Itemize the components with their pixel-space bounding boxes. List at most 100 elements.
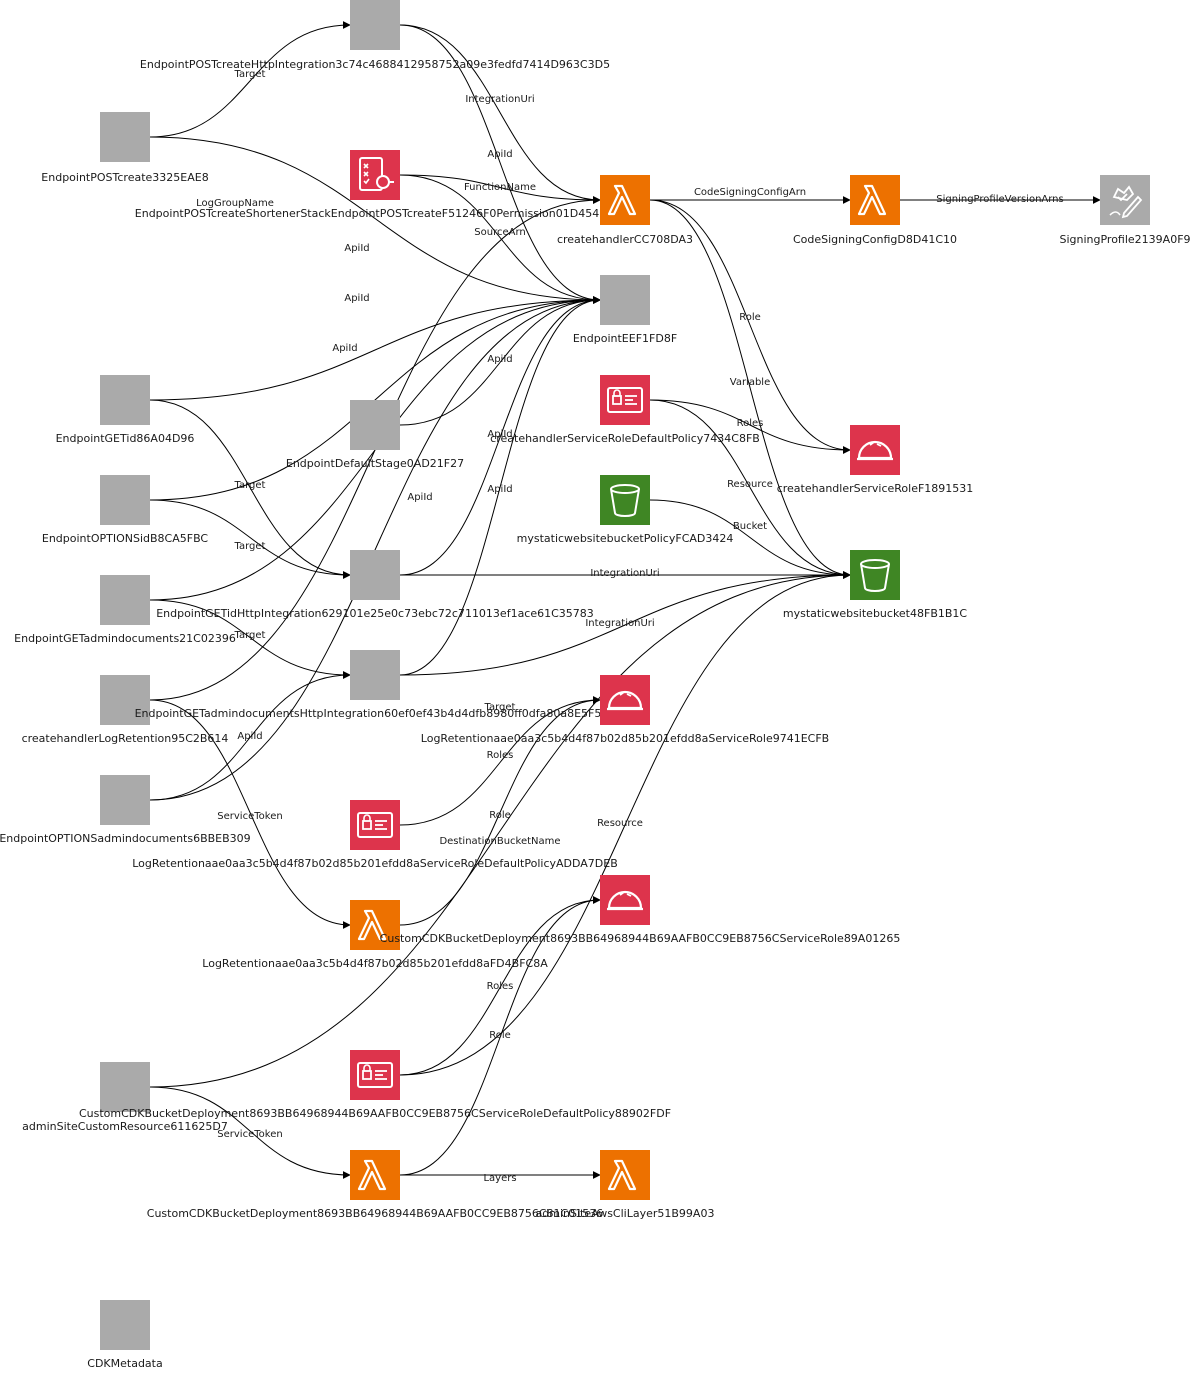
node-n4[interactable]	[600, 175, 650, 225]
node-n12[interactable]	[100, 475, 150, 525]
node-label: EndpointPOSTcreateShortenerStackEndpoint…	[134, 207, 600, 220]
edge-label: Roles	[737, 418, 764, 429]
node-label: EndpointDefaultStage0AD21F27	[285, 457, 465, 470]
generic-resource-icon	[350, 0, 400, 50]
edge-label: Roles	[487, 981, 514, 992]
edge-n3-n4	[399, 174, 601, 204]
node-n14[interactable]	[100, 575, 150, 625]
node-label: createhandlerLogRetention95C2B614	[21, 732, 229, 745]
iam-role-icon	[850, 425, 900, 475]
node-n1[interactable]	[350, 0, 400, 50]
generic-resource-icon	[350, 550, 400, 600]
policy-icon	[350, 1050, 400, 1100]
node-label: EndpointGETadmindocuments21C02396	[14, 632, 236, 645]
edge-n9-n7	[399, 296, 601, 426]
edge-n13-n16	[649, 499, 851, 579]
edge-n25-n23	[399, 896, 601, 1076]
edge-n26-n23	[399, 896, 601, 1176]
node-n17[interactable]	[100, 675, 150, 725]
edge-label: ApiId	[407, 492, 432, 503]
node-n15[interactable]	[350, 550, 400, 600]
edge-n4-n11	[649, 199, 851, 454]
edge-label: CodeSigningConfigArn	[694, 187, 806, 198]
node-n8[interactable]	[100, 375, 150, 425]
edge-label: Role	[739, 312, 761, 323]
node-n25[interactable]	[350, 1050, 400, 1100]
edge-n20-n18	[149, 671, 351, 801]
node-label: CDKMetadata	[87, 1357, 163, 1370]
node-label: LogRetentionaae0aa3c5b4d4f87b02d85b201ef…	[420, 732, 830, 745]
edge-label: Resource	[727, 479, 773, 490]
edge-label: ApiId	[344, 293, 369, 304]
edge-label: IntegrationUri	[590, 568, 659, 579]
edge-n25-n16	[399, 571, 851, 1076]
node-n9[interactable]	[350, 400, 400, 450]
edge-n18-n16	[399, 571, 851, 676]
node-label: EndpointOPTIONSidB8CA5FBC	[41, 532, 209, 545]
generic-resource-icon	[100, 112, 150, 162]
node-label: EndpointGETid86A04D96	[55, 432, 195, 445]
node-n11[interactable]	[850, 425, 900, 475]
edge-label: ServiceToken	[217, 811, 282, 822]
edge-label: ApiId	[487, 354, 512, 365]
node-n28[interactable]	[100, 1300, 150, 1350]
edge-label: Roles	[487, 750, 514, 761]
edge-label: ApiId	[237, 731, 262, 742]
lambda-icon	[600, 175, 650, 225]
edge-label: IntegrationUri	[465, 94, 534, 105]
node-label: LogRetentionaae0aa3c5b4d4f87b02d85b201ef…	[202, 957, 548, 970]
node-n26[interactable]	[350, 1150, 400, 1200]
edge-n22-n19	[399, 696, 601, 926]
lambda-icon	[350, 900, 400, 950]
generic-resource-icon	[600, 275, 650, 325]
node-n2[interactable]	[100, 112, 150, 162]
node-n7[interactable]	[600, 275, 650, 325]
edge-label: Role	[489, 810, 511, 821]
node-label: EndpointGETadmindocumentsHttpIntegration…	[134, 707, 616, 720]
node-n16[interactable]	[850, 550, 900, 600]
edge-label: DestinationBucketName	[439, 836, 560, 847]
generic-resource-icon	[100, 1062, 150, 1112]
generic-resource-icon	[100, 775, 150, 825]
edge-label: IntegrationUri	[585, 618, 654, 629]
edge-label: ServiceToken	[217, 1129, 282, 1140]
node-n10[interactable]	[600, 375, 650, 425]
node-n5[interactable]	[850, 175, 900, 225]
node-n20[interactable]	[100, 775, 150, 825]
generic-resource-icon	[100, 575, 150, 625]
lambda-icon	[850, 175, 900, 225]
node-n24[interactable]	[100, 1062, 150, 1112]
permission-icon	[350, 150, 400, 200]
bucket-icon	[850, 550, 900, 600]
edge-label: Target	[234, 630, 266, 641]
node-label: EndpointEEF1FD8F	[572, 332, 678, 345]
node-label: EndpointPOSTcreate3325EAE8	[41, 171, 209, 184]
node-n13[interactable]	[600, 475, 650, 525]
edge-n24-n26	[149, 1086, 351, 1179]
node-n3[interactable]	[350, 150, 400, 200]
generic-resource-icon	[350, 650, 400, 700]
edge-label: Target	[234, 480, 266, 491]
edge-label: ApiId	[487, 149, 512, 160]
edge-label: SigningProfileVersionArns	[936, 194, 1063, 205]
node-n6[interactable]	[1100, 175, 1150, 225]
edge-n3-n7	[399, 174, 601, 304]
edge-n2-n7	[149, 136, 601, 304]
node-label: adminSiteCustomResource611625D7	[22, 1120, 228, 1133]
edge-n10-n16	[649, 399, 851, 579]
node-n21[interactable]	[350, 800, 400, 850]
signing-profile-icon	[1100, 175, 1150, 225]
node-label: adminSiteAwsCliLayer51B99A03	[535, 1207, 715, 1220]
generic-resource-icon	[100, 375, 150, 425]
node-n23[interactable]	[600, 875, 650, 925]
node-label: createhandlerServiceRoleDefaultPolicy743…	[490, 432, 760, 445]
node-n18[interactable]	[350, 650, 400, 700]
bucket-icon	[600, 475, 650, 525]
node-n19[interactable]	[600, 675, 650, 725]
generic-resource-icon	[100, 1300, 150, 1350]
node-n27[interactable]	[600, 1150, 650, 1200]
node-n22[interactable]	[350, 900, 400, 950]
edge-n1-n7	[399, 24, 601, 304]
generic-resource-icon	[100, 475, 150, 525]
